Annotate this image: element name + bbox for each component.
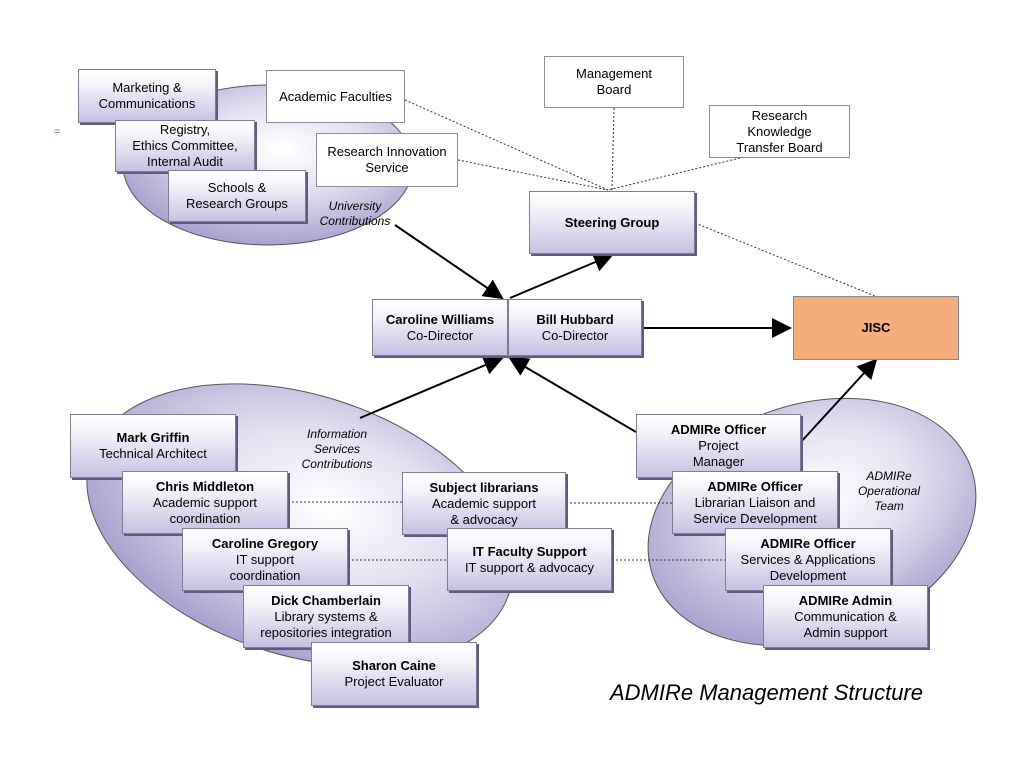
admire-officer-services-applications-box: ADMIRe Officer Services & Applications D… [725, 528, 891, 591]
person-role: Project [698, 438, 739, 453]
person-role: Service Development [693, 510, 817, 526]
person-role: IT support & advocacy [464, 559, 595, 575]
person-name: ADMIRe Officer [670, 422, 767, 437]
jisc-box: JISC [793, 296, 959, 360]
arrow-info-services-to-directors [359, 355, 504, 419]
person-name: Subject librarians [429, 479, 539, 495]
group-label-text: ADMIRe Operational Team [857, 469, 921, 513]
box-line: Steering Group [564, 214, 660, 230]
person-role: Admin support [803, 624, 888, 640]
dotted-link-faculties [404, 99, 609, 191]
person-role: coordination [169, 510, 241, 526]
marketing-communications-box: Marketing & Communications [78, 69, 216, 123]
person-role: Services & Applications [740, 551, 876, 567]
person-name: Bill Hubbard [536, 311, 614, 327]
box-line: Research Innovation [327, 144, 447, 159]
person-name: Sharon Caine [352, 658, 436, 673]
person-name: Caroline Gregory [211, 535, 319, 551]
box-line: JISC [861, 320, 891, 335]
stray-mark: = [54, 126, 61, 138]
person-role: Manager [692, 454, 745, 469]
academic-faculties-box: Academic Faculties [266, 70, 405, 123]
box-line: Research [751, 107, 808, 123]
person-role: Communication & [794, 608, 897, 624]
person-role: Project Evaluator [344, 674, 444, 689]
admire-admin-box: ADMIRe Admin Communication & Admin suppo… [763, 585, 928, 648]
group-label-text: University Contributions [319, 199, 391, 228]
box-line: Management [576, 66, 652, 81]
arrow-operational-to-directors [508, 356, 637, 433]
person-name: Dick Chamberlain [271, 592, 381, 608]
diagram-caption: ADMIRe Management Structure [610, 680, 924, 705]
research-knowledge-transfer-board-box: Research Knowledge Transfer Board [709, 105, 850, 158]
box-line: Communications [98, 96, 196, 111]
dotted-link-rktb [607, 157, 741, 191]
person-role: Co-Director [541, 327, 609, 343]
dotted-link-research-innovation [457, 159, 609, 191]
it-faculty-support-box: IT Faculty Support IT support & advocacy [447, 528, 612, 591]
person-role: Technical Architect [99, 446, 207, 461]
arrow-operational-to-jisc [799, 358, 878, 444]
box-line: Internal Audit [147, 154, 223, 169]
dotted-link-jisc [694, 222, 876, 297]
person-role: IT support [235, 551, 295, 567]
operational-team-label: ADMIRe Operational Team [852, 469, 926, 514]
person-name: IT Faculty Support [472, 543, 587, 559]
person-role: Library systems & [274, 608, 378, 624]
caroline-gregory-box: Caroline Gregory IT support coordination [182, 528, 348, 591]
box-line: Ethics Committee, [132, 138, 238, 153]
group-label-text: Information Services Contributions [301, 427, 373, 471]
arrow-university-to-directors [394, 224, 504, 300]
box-line: Research Groups [186, 196, 288, 211]
university-contributions-label: University Contributions [314, 199, 396, 229]
person-role: Academic support [152, 494, 258, 510]
sharon-caine-box: Sharon Caine Project Evaluator [311, 642, 477, 706]
dick-chamberlain-box: Dick Chamberlain Library systems & repos… [243, 585, 409, 648]
person-name: Chris Middleton [155, 478, 255, 494]
person-name: Mark Griffin [116, 430, 190, 445]
subject-librarians-box: Subject librarians Academic support & ad… [402, 472, 566, 535]
person-role: coordination [229, 567, 301, 583]
box-line: Knowledge [747, 123, 812, 139]
admire-officer-project-manager-box: ADMIRe Officer Project Manager [636, 414, 801, 478]
management-board-box: Management Board [544, 56, 684, 108]
registry-box: Registry, Ethics Committee, Internal Aud… [115, 120, 255, 172]
person-role: & advocacy [450, 511, 518, 527]
person-role: Development [769, 567, 847, 583]
person-name: ADMIRe Officer [760, 535, 856, 551]
box-line: Academic Faculties [279, 88, 392, 104]
mark-griffin-box: Mark Griffin Technical Architect [70, 414, 236, 478]
person-role: Librarian Liaison and [694, 494, 816, 510]
person-name: ADMIRe Admin [798, 592, 893, 608]
box-line: Transfer Board [736, 139, 823, 155]
schools-research-groups-box: Schools & Research Groups [168, 170, 306, 222]
person-role: Academic support [431, 495, 537, 511]
steering-group-box: Steering Group [529, 191, 695, 254]
dotted-link-management-board [611, 107, 615, 191]
box-line: Marketing & [112, 80, 182, 95]
admire-officer-librarian-liaison-box: ADMIRe Officer Librarian Liaison and Ser… [672, 471, 838, 534]
person-role: repositories integration [260, 624, 392, 640]
person-name: Caroline Williams [385, 311, 495, 327]
box-line: Service [365, 160, 409, 175]
bill-hubbard-box: Bill Hubbard Co-Director [508, 299, 642, 356]
box-line: Board [596, 82, 632, 97]
chris-middleton-box: Chris Middleton Academic support coordin… [122, 471, 288, 534]
information-services-label: Information Services Contributions [300, 427, 374, 472]
arrow-directors-to-steering [509, 252, 614, 299]
research-innovation-service-box: Research Innovation Service [316, 133, 458, 187]
box-line: Schools & [207, 180, 267, 195]
person-name: ADMIRe Officer [707, 478, 803, 494]
caroline-williams-box: Caroline Williams Co-Director [372, 299, 508, 356]
person-role: Co-Director [406, 327, 474, 343]
box-line: Registry, [159, 122, 211, 137]
